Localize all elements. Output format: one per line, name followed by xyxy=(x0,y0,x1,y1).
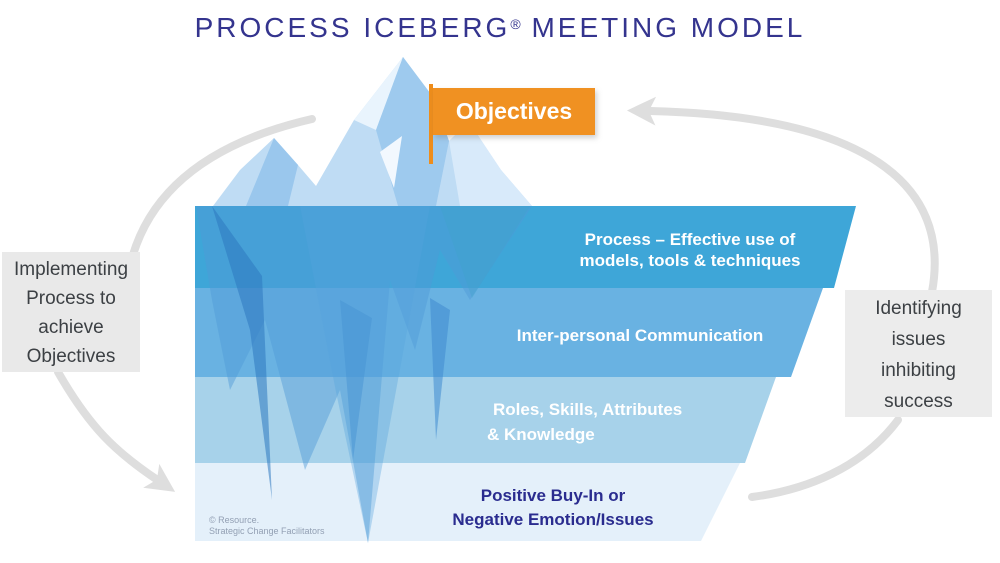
band-communication-label-line1: Inter-personal Communication xyxy=(516,326,764,345)
band-buy-in-label: Positive Buy-In or Negative Emotion/Issu… xyxy=(428,484,678,532)
cycle-arrow-top-right xyxy=(626,96,939,296)
band-roles-label: Roles, Skills, Attributes & Knowledge xyxy=(487,397,787,447)
cycle-arrow-bottom-right xyxy=(748,416,902,501)
band-process-label: Process – Effective use of models, tools… xyxy=(530,229,850,271)
page-title-main: PROCESS ICEBERG xyxy=(194,12,511,43)
flag-pole xyxy=(429,84,433,164)
cycle-arrows xyxy=(54,96,939,501)
iceberg-underwater-spike-center xyxy=(340,300,372,460)
band-process xyxy=(195,206,856,288)
note-right-line4: success xyxy=(884,391,953,412)
note-right-line1: Identifying xyxy=(875,298,962,319)
band-roles-label-line1: Roles, Skills, Attributes xyxy=(493,400,683,419)
note-right-line2: issues xyxy=(891,329,946,350)
band-process-label-line2: models, tools & techniques xyxy=(579,251,801,270)
band-buy-in-label-line1: Positive Buy-In or xyxy=(480,486,626,505)
note-right-line3: inhibiting xyxy=(881,360,956,381)
objectives-flag: Objectives xyxy=(433,88,595,135)
page-title-rest: MEETING MODEL xyxy=(520,12,806,43)
band-roles-label-line2: & Knowledge xyxy=(487,425,595,444)
copyright-credit: © Resource. Strategic Change Facilitator… xyxy=(209,515,325,537)
iceberg-underwater-spike-right xyxy=(430,298,450,440)
note-left-line3: achieve xyxy=(38,317,104,338)
note-left-line4: Objectives xyxy=(26,346,116,367)
cycle-arrow-top-left xyxy=(128,115,316,262)
iceberg-facet-left-shade xyxy=(246,138,298,206)
note-implementing-process: Implementing Process to achieve Objectiv… xyxy=(2,252,140,372)
band-process-label-line1: Process – Effective use of xyxy=(584,230,796,249)
band-buy-in xyxy=(195,463,740,541)
iceberg-facet-small xyxy=(380,136,402,188)
credit-line1: © Resource. xyxy=(209,515,260,525)
credit-line2: Strategic Change Facilitators xyxy=(209,526,325,536)
band-roles-skills xyxy=(195,377,776,463)
iceberg-facet-right-bright xyxy=(449,122,532,206)
iceberg-facet-highlight xyxy=(354,57,403,130)
page-title: PROCESS ICEBERG® MEETING MODEL xyxy=(0,12,1000,44)
iceberg-underwater xyxy=(196,206,532,543)
note-left-line1: Implementing xyxy=(13,259,129,280)
band-communication-label: Inter-personal Communication xyxy=(480,325,800,346)
note-left-line2: Process to xyxy=(26,288,116,309)
registered-trademark-symbol: ® xyxy=(510,16,521,32)
band-buy-in-label-line2: Negative Emotion/Issues xyxy=(452,510,654,529)
note-identifying-issues: Identifying issues inhibiting success xyxy=(845,290,992,417)
iceberg-underwater-deep-spike xyxy=(300,206,430,543)
cycle-arrow-bottom-left xyxy=(54,368,176,492)
iceberg-underwater-facet-left xyxy=(212,206,272,500)
iceberg-underwater-facet-right xyxy=(440,206,530,298)
